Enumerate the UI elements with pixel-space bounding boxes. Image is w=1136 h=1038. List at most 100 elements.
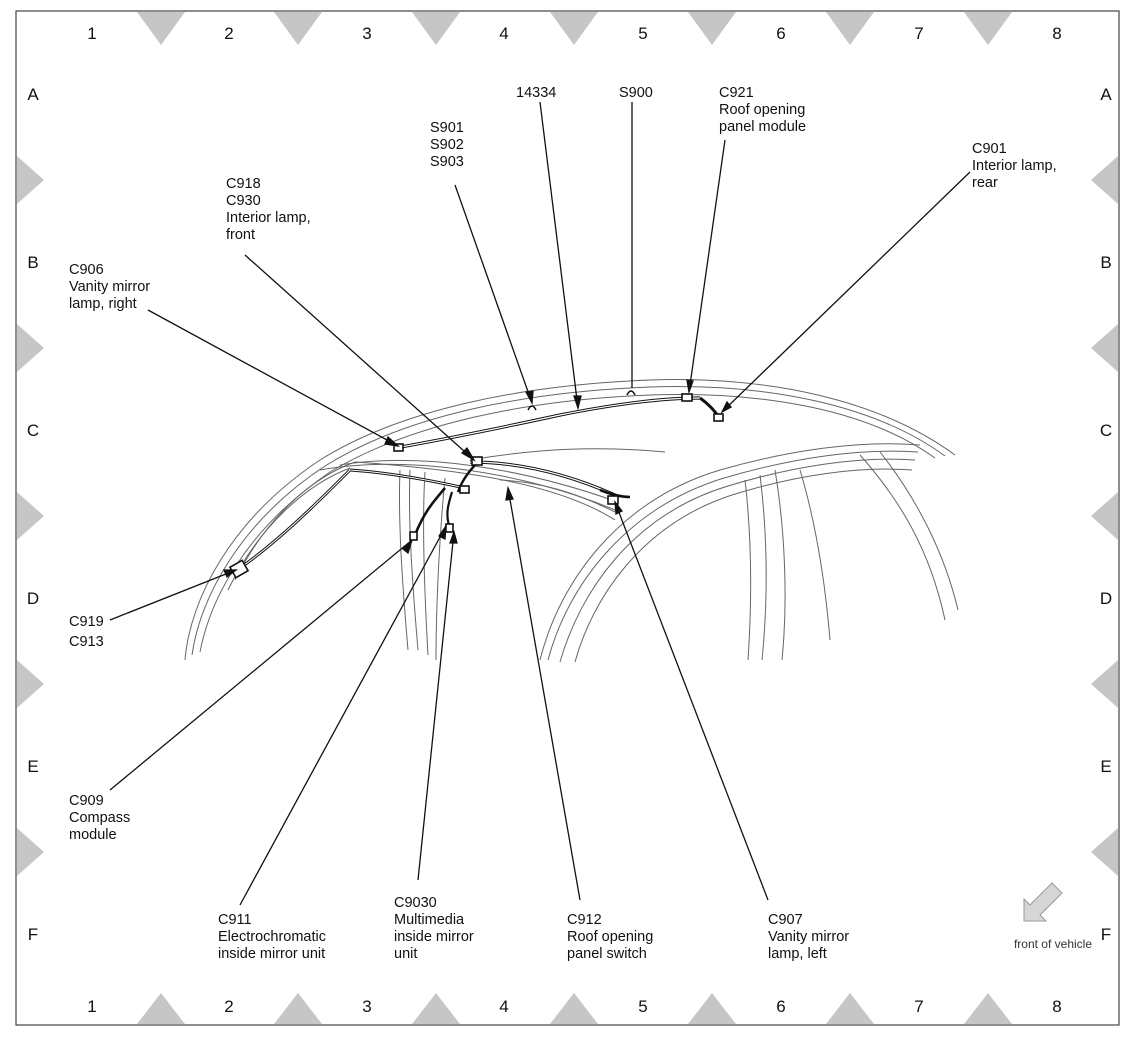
callout-c918-line-3: Interior lamp,: [226, 210, 311, 226]
callout-c921: C921 Roof opening panel module: [719, 85, 809, 135]
callout-c919: C919 C913: [69, 614, 108, 650]
callout-c918-line-2: C930: [226, 193, 261, 209]
grid-marker-left-3: [17, 492, 44, 540]
callout-c9030-line-2: Multimedia: [394, 912, 465, 928]
callout-c919-line-2: C913: [69, 634, 104, 650]
leader-lines: [109, 101, 971, 906]
callout-c901-line-3: rear: [972, 175, 998, 191]
col-label-4-bottom: 4: [499, 997, 508, 1016]
callout-s901-line-3: S903: [430, 154, 464, 170]
grid-marker-top-2: [274, 12, 322, 45]
callout-c909-line-3: module: [69, 827, 117, 843]
grid-marker-left-4: [17, 660, 44, 708]
callout-c909-line-2: Compass: [69, 810, 130, 826]
grid-marker-top-7: [964, 12, 1012, 45]
grid-marker-bottom-5: [688, 993, 736, 1024]
row-label-d-right: D: [1100, 589, 1112, 608]
grid-marker-left-1: [17, 156, 44, 204]
callout-c911-line-2: Electrochromatic: [218, 929, 326, 945]
callout-c921-line-2: Roof opening: [719, 102, 805, 118]
callout-c909-line-1: C909: [69, 793, 104, 809]
grid-marker-bottom-4: [550, 993, 598, 1024]
callout-s901: S901 S902 S903: [430, 120, 468, 170]
grid-marker-right-5: [1091, 828, 1118, 876]
callout-c911-line-3: inside mirror unit: [218, 946, 325, 962]
grid-marker-bottom-2: [274, 993, 322, 1024]
callout-c906-line-1: C906: [69, 262, 104, 278]
grid-marker-bottom-3: [412, 993, 460, 1024]
callout-c907-line-2: Vanity mirror: [768, 929, 849, 945]
grid-marker-bottom-1: [137, 993, 185, 1024]
col-label-1-bottom: 1: [87, 997, 96, 1016]
callout-c907-line-3: lamp, left: [768, 946, 827, 962]
grid-marker-top-4: [550, 12, 598, 45]
grid-marker-right-3: [1091, 492, 1118, 540]
callout-s901-line-2: S902: [430, 137, 464, 153]
wiring-harness: [239, 396, 722, 570]
grid-marker-left-5: [17, 828, 44, 876]
front-of-vehicle-arrow-icon: [1023, 882, 1063, 922]
callout-s900-line-1: S900: [619, 85, 653, 101]
callout-s901-line-1: S901: [430, 120, 464, 136]
callout-c912-line-1: C912: [567, 912, 602, 928]
col-label-6: 6: [776, 24, 785, 43]
col-label-8-bottom: 8: [1052, 997, 1061, 1016]
callout-c912: C912 Roof opening panel switch: [567, 912, 657, 962]
column-labels-top: 1 2 3 4 5 6 7 8: [87, 24, 1061, 43]
grid-marker-top-5: [688, 12, 736, 45]
callout-c9030-line-1: C9030: [394, 895, 437, 911]
callout-c901: C901 Interior lamp, rear: [972, 141, 1061, 191]
callout-c912-line-3: panel switch: [567, 946, 647, 962]
callout-c907-line-1: C907: [768, 912, 803, 928]
col-label-3: 3: [362, 24, 371, 43]
diagram-frame: [15, 10, 1120, 1026]
callout-s900: S900: [619, 85, 653, 101]
row-label-e: E: [27, 757, 38, 776]
row-label-c: C: [27, 421, 39, 440]
grid-marker-top-6: [826, 12, 874, 45]
col-label-1: 1: [87, 24, 96, 43]
front-of-vehicle-label: front of vehicle: [1014, 937, 1092, 951]
callout-c906-line-3: lamp, right: [69, 296, 137, 312]
col-label-2-bottom: 2: [224, 997, 233, 1016]
row-labels-left: A B C D E F: [27, 85, 39, 944]
col-label-2: 2: [224, 24, 233, 43]
callout-c906: C906 Vanity mirror lamp, right: [69, 262, 154, 312]
grid-marker-right-2: [1091, 324, 1118, 372]
callout-c921-line-3: panel module: [719, 119, 806, 135]
column-labels-bottom: 1 2 3 4 5 6 7 8: [87, 997, 1061, 1016]
row-label-d: D: [27, 589, 39, 608]
grid-markers: [17, 12, 1118, 1024]
callout-c907: C907 Vanity mirror lamp, left: [768, 912, 853, 962]
grid-marker-right-4: [1091, 660, 1118, 708]
row-label-b-right: B: [1100, 253, 1111, 272]
col-label-4: 4: [499, 24, 508, 43]
grid-marker-bottom-6: [826, 993, 874, 1024]
callout-c918-line-4: front: [226, 227, 255, 243]
callout-14334: 14334: [516, 85, 556, 101]
callout-c911: C911 Electrochromatic inside mirror unit: [218, 912, 330, 962]
callout-c9030: C9030 Multimedia inside mirror unit: [394, 895, 478, 962]
callout-c918: C918 C930 Interior lamp, front: [226, 176, 315, 243]
col-label-8: 8: [1052, 24, 1061, 43]
col-label-6-bottom: 6: [776, 997, 785, 1016]
col-label-7-bottom: 7: [914, 997, 923, 1016]
row-label-a: A: [27, 85, 39, 104]
callout-c919-line-1: C919: [69, 614, 104, 630]
grid-marker-right-1: [1091, 156, 1118, 204]
row-label-c-right: C: [1100, 421, 1112, 440]
vehicle-body-illustration: [184, 379, 959, 663]
row-label-e-right: E: [1100, 757, 1111, 776]
callout-c901-line-1: C901: [972, 141, 1007, 157]
grid-marker-top-3: [412, 12, 460, 45]
grid-marker-top-1: [137, 12, 185, 45]
callout-c911-line-1: C911: [218, 912, 252, 928]
row-labels-right: A B C D E F: [1100, 85, 1112, 944]
callout-c912-line-2: Roof opening: [567, 929, 653, 945]
col-label-5-bottom: 5: [638, 997, 647, 1016]
row-label-f: F: [28, 925, 38, 944]
callout-c906-line-2: Vanity mirror: [69, 279, 150, 295]
callout-c901-line-2: Interior lamp,: [972, 158, 1057, 174]
callout-c9030-line-3: inside mirror: [394, 929, 474, 945]
